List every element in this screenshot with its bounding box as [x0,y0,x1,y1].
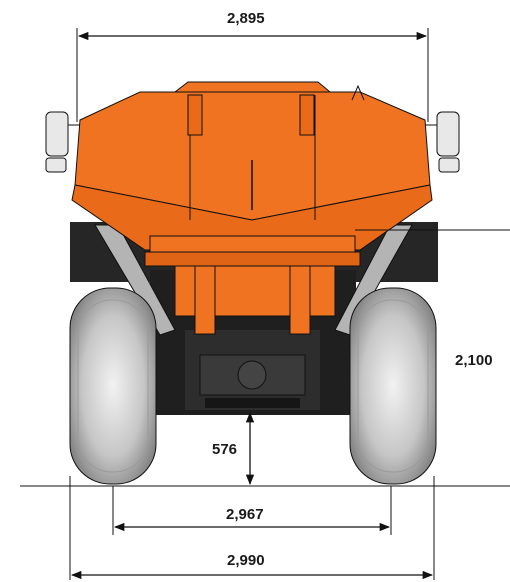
right-mirror [425,111,460,173]
left-mirror [45,111,80,173]
track-width-label: 2,967 [226,506,264,523]
overall-height-label: 2,100 [455,352,493,369]
left-tire [69,287,157,485]
right-tire [349,287,437,485]
extension-lines [69,28,435,580]
dump-body [71,81,433,335]
ground-clearance-label: 576 [212,441,238,458]
overall-width-label: 2,990 [227,552,265,569]
dimension-arrows [70,31,434,580]
top-width-label: 2,895 [227,10,265,27]
